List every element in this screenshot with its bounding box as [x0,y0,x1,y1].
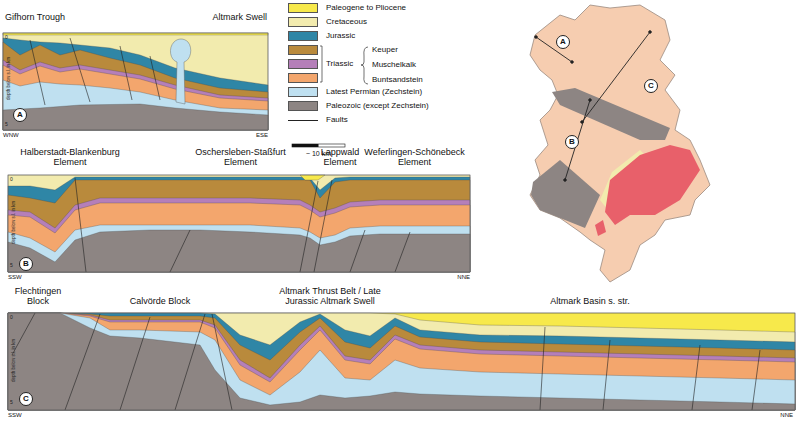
legend-text: Jurassic [326,31,355,41]
section-letter: A [17,111,23,119]
section-letter: C [648,82,654,90]
legend-swatch [288,101,318,111]
block-title: Altmark Thrust Belt / Late Jurassic Altm… [274,287,386,307]
orientation-label: SSW [8,412,33,419]
orientation-label: NNE [768,412,793,419]
legend-text: Buntsandstein [372,75,423,85]
section-b [8,175,470,272]
orientation-label: NNE [445,274,470,281]
depth-axis-label: depth below s.l. in km [12,192,17,252]
legend-braces [320,46,368,84]
section-marker-circle: B [19,257,33,271]
section-title: Altmark Swell [195,13,267,23]
orientation-label: SSW [8,274,33,281]
legend-text: Keuper [372,45,398,55]
legend-swatch [288,17,318,27]
location-map [530,5,710,282]
legend-group-label: Triassic [326,60,360,69]
depth-tick: 0 [10,315,18,321]
orientation-label: WNW [3,132,28,139]
legend-swatch [288,45,318,55]
legend-swatch [288,87,318,97]
depth-axis-label: depth below s.l. in km [12,330,17,390]
element-title: Halberstadt-Blankenburg Element [5,148,135,168]
legend-text: Faults [326,115,348,125]
element-title: Oschersleben-Staßfurt Element [183,148,298,168]
section-a [3,33,268,130]
legend-swatch [288,31,318,41]
block-title: Calvörde Block [115,297,205,307]
orientation-label: ESE [243,132,268,139]
section-letter: B [23,260,29,268]
legend-swatch [288,59,318,69]
section-letter: B [569,138,575,146]
legend-swatch [288,3,318,13]
element-title: Lappwald Element [310,148,370,168]
section-marker-circle: A [556,35,570,49]
legend-text: Muschelkalk [372,60,416,70]
section-marker-circle: C [19,392,33,406]
depth-tick: 0 [10,177,18,183]
block-title: Flechtingen Block [8,287,68,307]
legend-text: Latest Permian (Zechstein) [326,87,422,97]
section-letter: C [23,395,29,403]
depth-axis-label: depth below s.l. in km [7,48,12,108]
legend-swatch [288,73,318,83]
legend-text: Paleozoic (except Zechstein) [326,101,429,111]
section-marker-circle: B [565,135,579,149]
depth-tick: 0 [5,35,13,41]
scale-bar [292,144,345,147]
depth-tick: 5 [10,400,18,406]
section-letter: A [560,38,566,46]
section-marker-circle: C [644,79,658,93]
depth-tick: 5 [10,263,18,269]
section-marker-circle: A [13,108,27,122]
depth-tick: 5 [5,122,13,128]
element-title: Weferlingen-Schönebeck Element [352,148,477,168]
legend-text: Cretaceous [326,17,367,27]
fault-line-sample [288,120,318,121]
section-title: Gifhorn Trough [5,13,95,23]
block-title: Altmark Basin s. str. [525,297,655,307]
section-c [8,313,795,410]
legend-text: Paleogene to Pliocene [326,3,406,13]
